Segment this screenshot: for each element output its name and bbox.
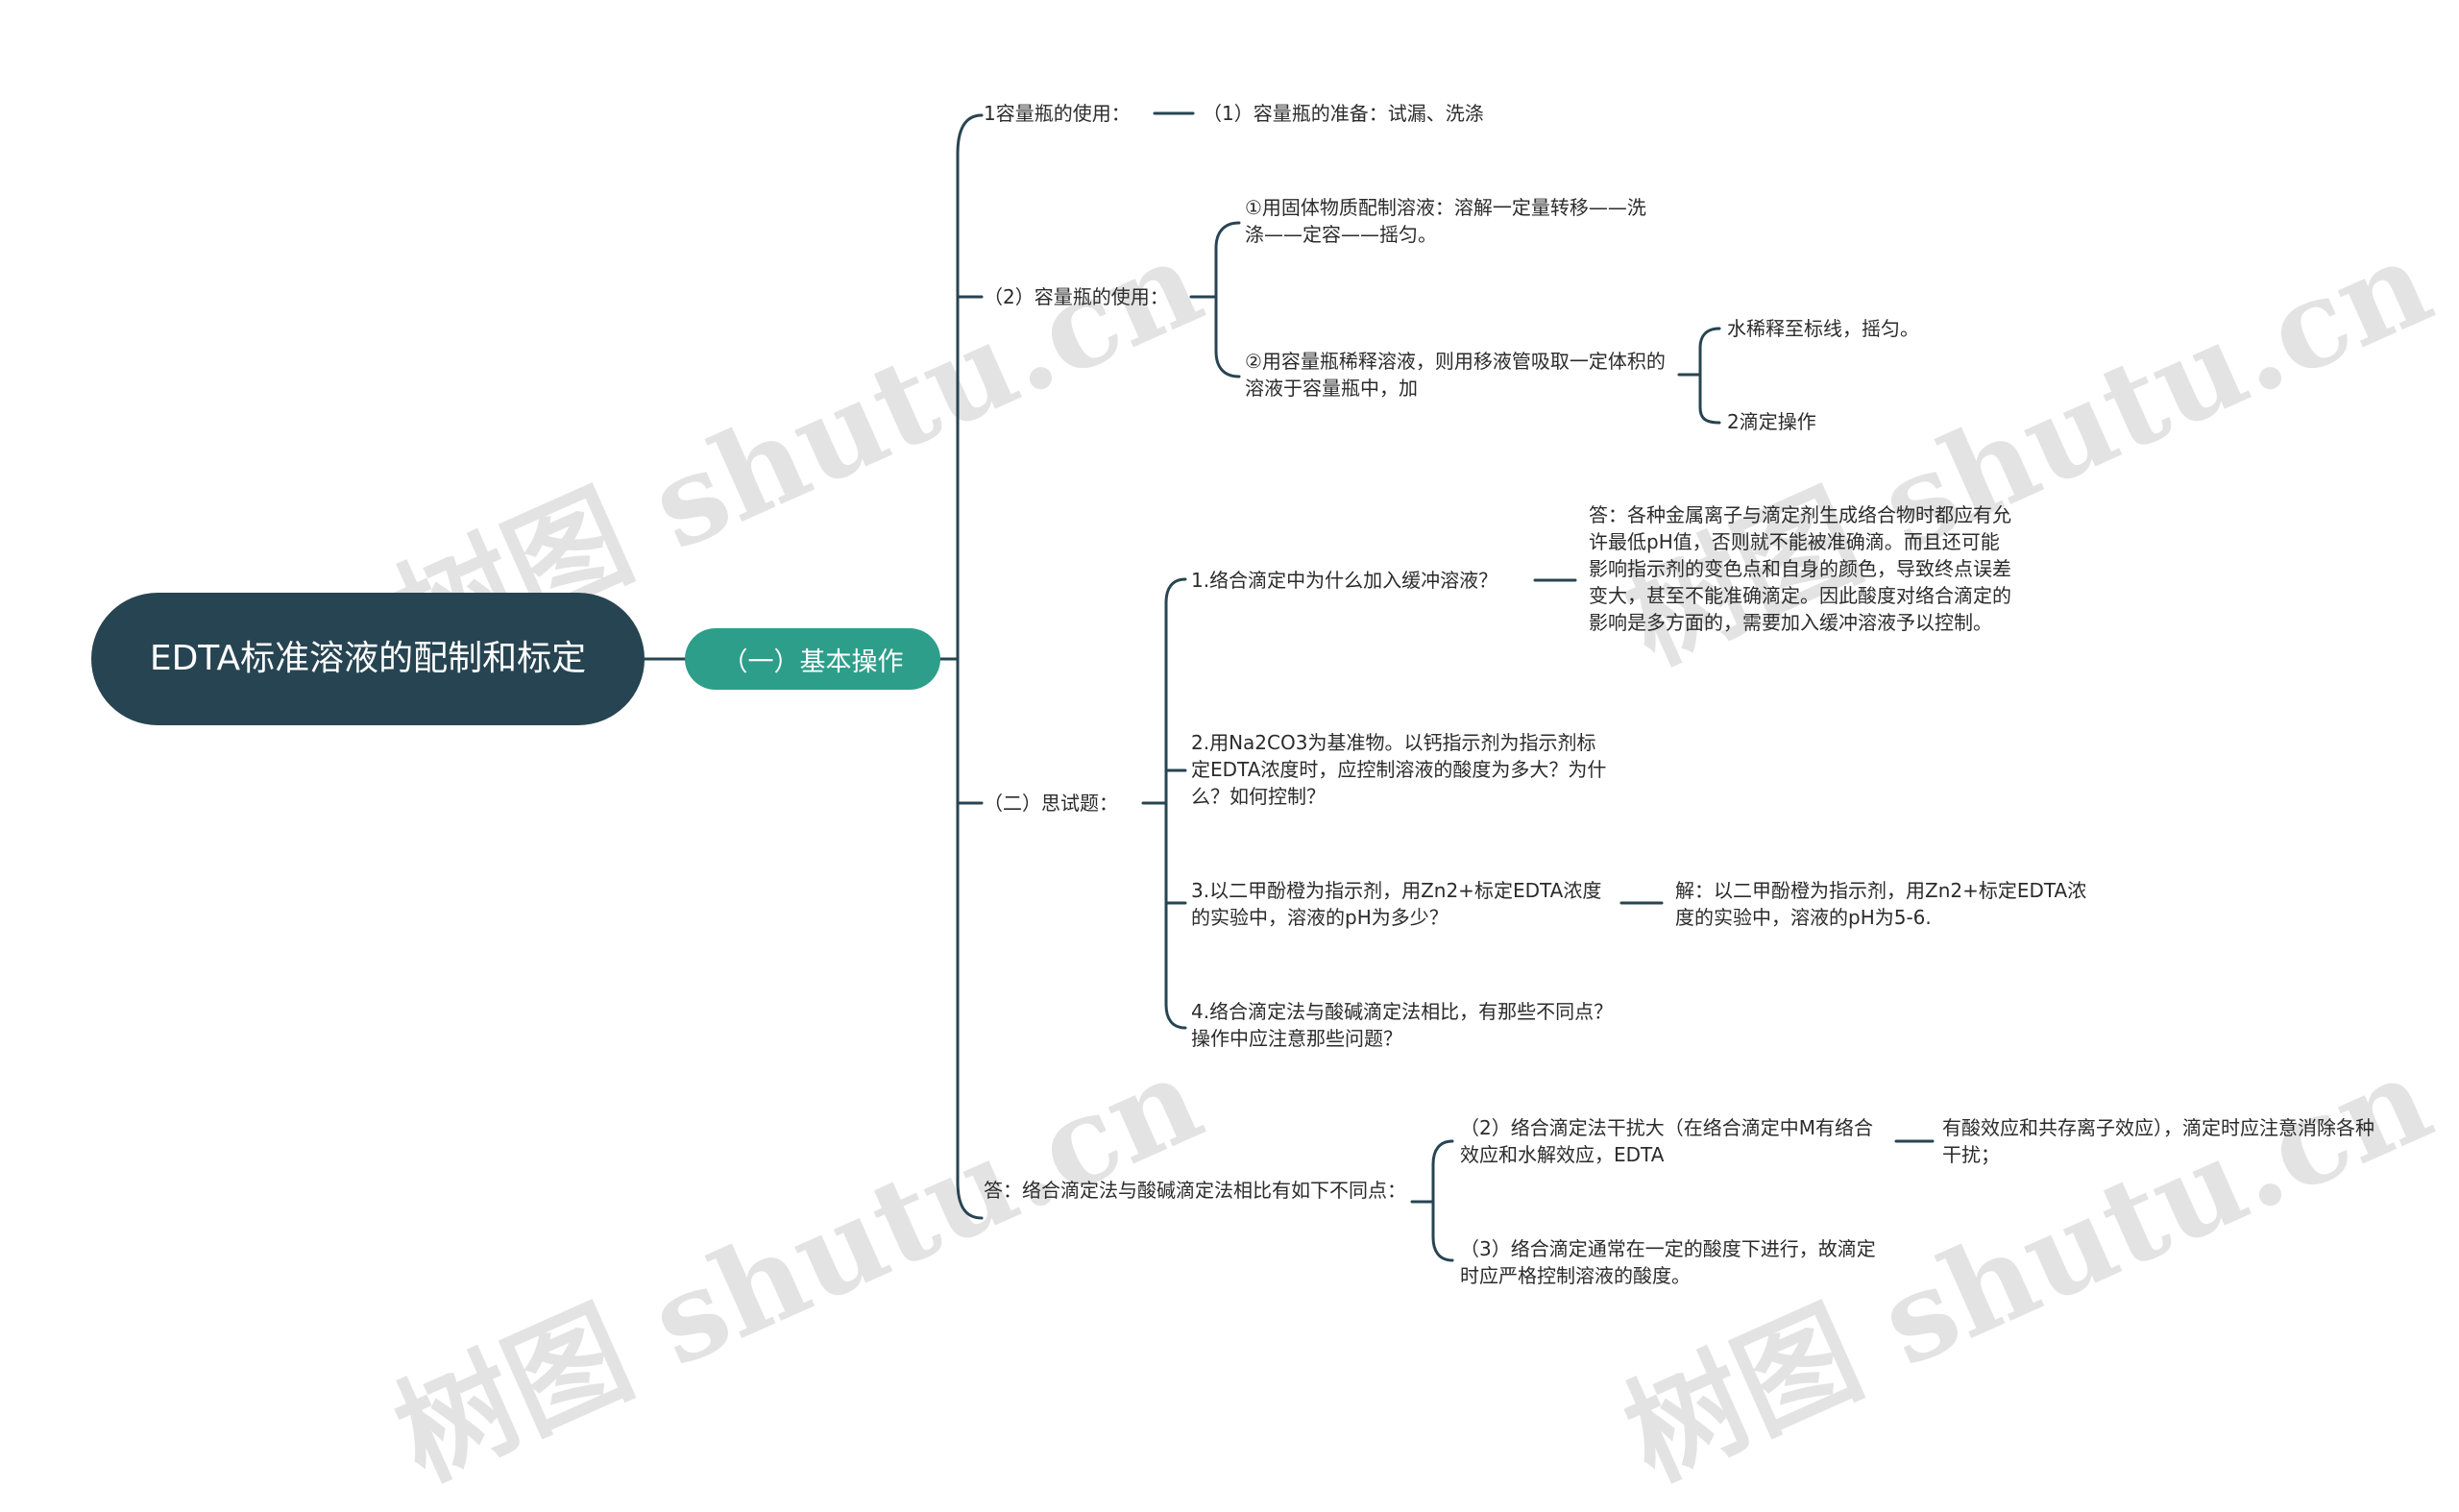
node-question-3[interactable]: 3.以二甲酚橙为指示剂，用Zn2+标定EDTA浓度的实验中，溶液的pH为多少？ xyxy=(1191,879,1602,929)
node-question-1[interactable]: 1.络合滴定中为什么加入缓冲溶液？ xyxy=(1191,569,1498,592)
node-acidity-control[interactable]: （3）络合滴定通常在一定的酸度下进行，故滴定时应严格控制溶液的酸度。 xyxy=(1460,1237,1876,1287)
node-titration-operation[interactable]: 2滴定操作 xyxy=(1727,410,1816,433)
node-question-4[interactable]: 4.络合滴定法与酸碱滴定法相比，有那些不同点？操作中应注意那些问题？ xyxy=(1191,1000,1614,1050)
node-answer-1[interactable]: 答：各种金属离子与滴定剂生成络合物时都应有允许最低pH值，否则就不能被准确滴。而… xyxy=(1589,503,2011,634)
node-interference[interactable]: （2）络合滴定法干扰大（在络合滴定中M有络合效应和水解效应，EDTA xyxy=(1460,1116,1873,1166)
node-flask-usage[interactable]: （2）容量瓶的使用： xyxy=(984,285,1169,308)
node-question-2[interactable]: 2.用Na2CO3为基准物。以钙指示剂为指示剂标定EDTA浓度时，应控制溶液的酸… xyxy=(1191,731,1607,808)
branch-basic-operation[interactable]: （一）基本操作 xyxy=(685,628,940,690)
node-dilute-to-mark[interactable]: 水稀释至标线，摇匀。 xyxy=(1727,317,1919,340)
node-interference-cont[interactable]: 有酸效应和共存离子效应），滴定时应注意消除各种干扰； xyxy=(1942,1116,2374,1166)
node-volumetric-flask-use[interactable]: 1容量瓶的使用： xyxy=(984,102,1131,125)
node-answer-3[interactable]: 解：以二甲酚橙为指示剂，用Zn2+标定EDTA浓度的实验中，溶液的pH为5-6. xyxy=(1675,879,2087,929)
node-questions[interactable]: （二）思试题： xyxy=(984,792,1118,815)
root-topic[interactable]: EDTA标准溶液的配制和标定 xyxy=(91,593,645,725)
node-dilution[interactable]: ②用容量瓶稀释溶液，则用移液管吸取一定体积的溶液于容量瓶中，加 xyxy=(1245,350,1666,400)
trunk-main xyxy=(956,113,984,1220)
node-flask-preparation[interactable]: （1）容量瓶的准备：试漏、洗涤 xyxy=(1203,102,1484,125)
node-answer-4[interactable]: 答：络合滴定法与酸碱滴定法相比有如下不同点： xyxy=(984,1179,1406,1202)
connector-lines xyxy=(643,111,1935,1262)
node-solid-solution[interactable]: ①用固体物质配制溶液：溶解一定量转移——洗涤——定容——摇匀。 xyxy=(1245,196,1646,246)
